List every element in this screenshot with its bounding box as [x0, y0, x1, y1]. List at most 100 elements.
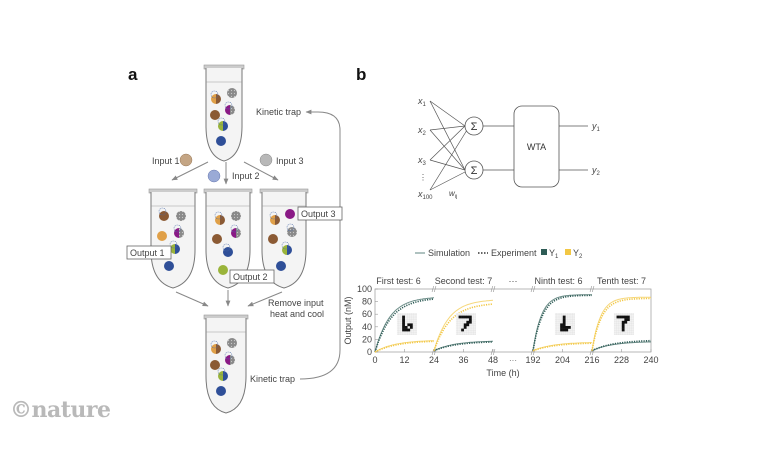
y1-simulation-line [374, 297, 435, 353]
digit-pixel [621, 326, 625, 329]
molecule-half [223, 121, 228, 131]
molecule-cluster [210, 338, 237, 396]
digit-pixel [619, 315, 622, 319]
weight-label: wij [449, 189, 457, 200]
strand-loop [269, 211, 278, 220]
x-tick-label: 48 [488, 355, 498, 365]
molecule [212, 234, 222, 244]
digit-pixel [562, 328, 566, 332]
molecule [210, 110, 220, 120]
legend-y2: Y2 [573, 248, 583, 260]
x-tick-label: 0 [372, 355, 377, 365]
molecule [227, 88, 237, 98]
x-tick-label: 12 [399, 355, 409, 365]
molecule-cluster [212, 211, 241, 275]
strand-loop [173, 224, 182, 233]
digit-pixel [621, 315, 625, 319]
test-header: Second test: 7 [435, 276, 493, 286]
kinetic-trap-return-arrow [299, 109, 341, 380]
output-label-y1: y1 [591, 121, 601, 133]
tube-output-2 [203, 188, 253, 289]
digit-pixel [458, 315, 462, 319]
strand-loop [230, 224, 239, 233]
molecule-half [270, 215, 275, 225]
molecule-half [223, 247, 228, 257]
input-1-label: Input 1 [152, 156, 180, 166]
digit-pixel [624, 315, 628, 319]
molecule-half [230, 105, 235, 115]
weight-edge [429, 125, 466, 131]
molecule-half [287, 227, 292, 237]
molecule [227, 338, 237, 348]
arrow-merge-1 [175, 291, 209, 307]
digit-pixel [624, 318, 628, 321]
y-tick-label: 80 [362, 297, 372, 307]
digit-pixel [624, 320, 628, 324]
x-tick-label: 204 [555, 355, 570, 365]
digit-pixel [562, 315, 566, 319]
output-1-box: Output 1 [126, 245, 172, 260]
digit-pixel [562, 320, 566, 324]
digit-pixel [407, 328, 411, 332]
digit-pixel [616, 315, 620, 319]
strand-loop [169, 240, 178, 249]
molecule-half [236, 228, 241, 238]
molecule-cluster [210, 88, 237, 146]
input-label-x2: x2 [417, 125, 427, 137]
weight-edge [429, 125, 466, 161]
digit-pixel [562, 318, 566, 321]
digit-pixel [621, 320, 625, 324]
digit-grid [396, 313, 417, 335]
y-tick-label: 20 [362, 334, 372, 344]
molecule-half [287, 245, 292, 255]
axis-break-mark: // [590, 285, 595, 294]
molecule-half [164, 211, 169, 221]
molecule-half [215, 215, 220, 225]
legend-y1: Y1 [549, 248, 559, 260]
plot-frame [374, 288, 652, 353]
panel-b-label: b [356, 65, 366, 84]
molecule-half [225, 105, 230, 115]
molecule-half [175, 244, 180, 254]
molecule-half [211, 94, 216, 104]
digit-pixel [626, 318, 630, 321]
digit-pixel [461, 315, 464, 319]
digit-image-6 [554, 313, 575, 335]
digit-pixel [463, 315, 467, 319]
output-3-label: Output 3 [301, 209, 336, 219]
digit-pixel [626, 315, 630, 319]
y2-experiment-line [374, 340, 434, 353]
y1-experiment-line [433, 341, 494, 352]
wta-label: WTA [527, 142, 546, 152]
test-header: First test: 6 [376, 276, 421, 286]
output-2-label: Output 2 [233, 272, 268, 282]
strand-loop [214, 211, 223, 220]
y2-simulation-line [433, 299, 494, 351]
strand-loop [224, 351, 233, 360]
y1-experiment-line [374, 298, 435, 353]
axis-break-mark: // [491, 285, 496, 294]
molecule [157, 231, 167, 241]
y-tick-label: 100 [357, 284, 372, 294]
digit-pixel [567, 326, 571, 329]
remove-input-label: Remove input [268, 298, 324, 308]
weight-edge [429, 171, 466, 191]
legend-y2-swatch [565, 249, 571, 255]
digit-pixel [565, 328, 569, 332]
molecule [216, 136, 226, 146]
legend-experiment: Experiment [491, 248, 537, 258]
y1-experiment-line [591, 339, 651, 352]
legend-y1-swatch [541, 249, 547, 255]
molecule-half [159, 211, 164, 221]
y2-experiment-line [591, 297, 652, 351]
panel-a-label: a [128, 65, 138, 84]
weight-edge [429, 100, 466, 171]
molecule-half [216, 344, 221, 354]
molecule-cluster [157, 207, 186, 271]
digit-pixel [560, 326, 563, 329]
molecule [231, 211, 241, 221]
digit-pixel [562, 326, 566, 329]
tube-top [203, 64, 245, 162]
